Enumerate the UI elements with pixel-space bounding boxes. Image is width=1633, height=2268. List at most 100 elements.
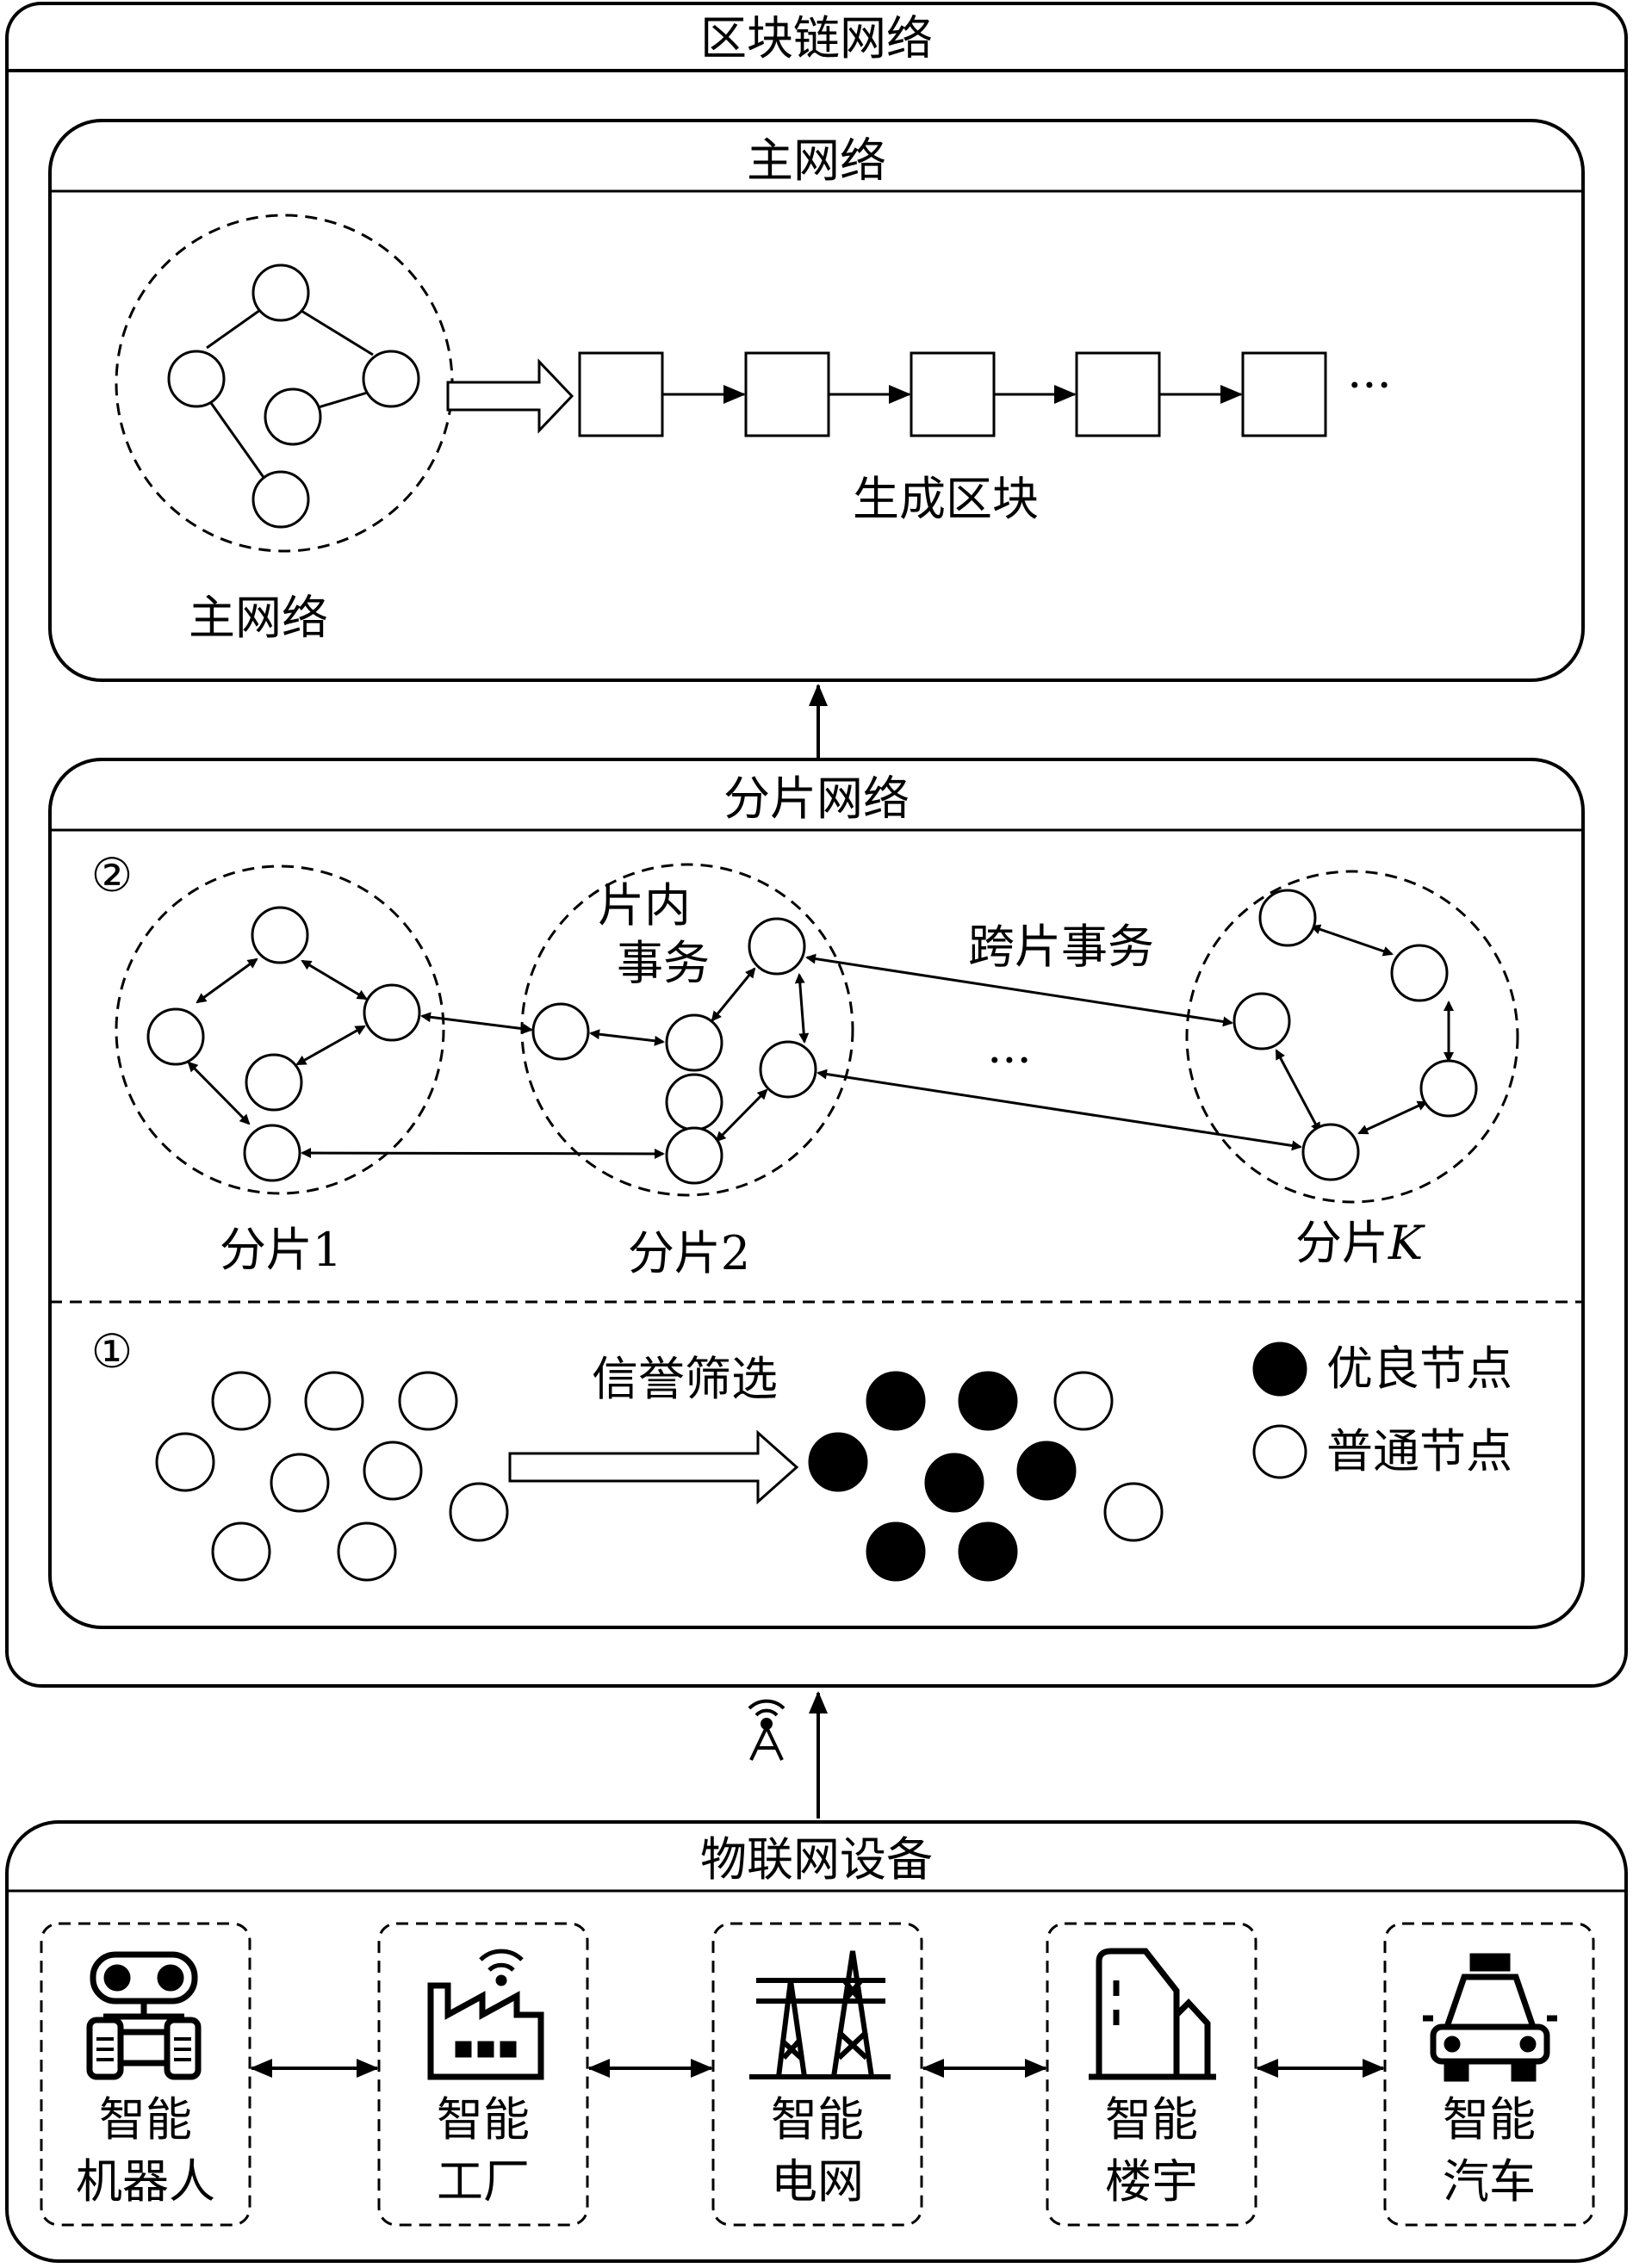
device-label-robot-line2: 机器人 [76, 2154, 215, 2209]
device-box-grid [711, 1922, 923, 2227]
main-network-title: 主网络 [747, 133, 886, 188]
shard-2-node [665, 1126, 723, 1185]
legend-good-label: 优良节点 [1326, 1342, 1512, 1396]
shard-network-panel: 分片网络 ② 片内 [48, 758, 1585, 1629]
shard-1-node [251, 906, 309, 964]
iot-devices-title: 物联网设备 [700, 1832, 933, 1887]
normal-node [363, 1441, 423, 1501]
factory-icon [427, 1949, 544, 2080]
shard-2-label: 分片2 [628, 1226, 750, 1280]
block [744, 351, 830, 437]
device-label-grid-line1: 智能 [771, 2092, 864, 2147]
shard-ellipsis: ··· [987, 1033, 1032, 1088]
main-node [264, 387, 322, 446]
blocks-ellipsis: ··· [1347, 358, 1392, 412]
normal-node [270, 1453, 330, 1513]
shard-k-cluster [1185, 870, 1519, 1204]
device-label-car-line1: 智能 [1443, 2092, 1536, 2147]
generate-blocks-label: 生成区块 [853, 472, 1039, 526]
shard-1-node [245, 1053, 303, 1112]
normal-node [449, 1482, 509, 1542]
block [578, 351, 664, 437]
intra-shard-tx-label-line2: 事务 [617, 936, 710, 990]
robot-icon [86, 1951, 202, 2080]
good-node [1016, 1441, 1077, 1501]
shard-1-node [146, 1007, 205, 1066]
power-tower-icon [749, 1950, 891, 2079]
shard-k-node [1419, 1059, 1478, 1118]
reputation-filter-arrow [508, 1429, 799, 1505]
cross-link-2-k-top [805, 953, 1233, 1027]
cross-link-1-2-bottom [301, 1148, 665, 1159]
good-node [924, 1453, 984, 1513]
shard-k-label: 分片K [1295, 1216, 1425, 1270]
normal-node [1053, 1371, 1114, 1431]
shard-network-title: 分片网络 [723, 771, 910, 826]
building-icon [1089, 1948, 1216, 2080]
block [1241, 351, 1327, 437]
intra-shard-tx-label-line1: 片内 [598, 878, 691, 933]
normal-node [1103, 1482, 1164, 1542]
block [1075, 351, 1161, 437]
good-node [958, 1371, 1018, 1431]
cross-link-2-k-bottom [816, 1069, 1302, 1151]
device-label-building-line2: 楼宇 [1105, 2154, 1198, 2209]
unfiltered-nodes [155, 1371, 509, 1582]
main-network-cluster-label: 主网络 [189, 591, 328, 645]
device-box-car [1383, 1922, 1595, 2227]
main-network-cluster [115, 214, 454, 553]
shard-k-node [1301, 1123, 1360, 1181]
device-label-factory-line2: 工厂 [437, 2154, 530, 2209]
main-node [167, 350, 226, 408]
device-box-factory [377, 1922, 589, 2227]
car-icon [1423, 1953, 1557, 2082]
normal-node [155, 1432, 215, 1492]
shard-1-node [243, 1124, 301, 1182]
legend-normal-label: 普通节点 [1326, 1424, 1512, 1478]
device-label-car-line2: 汽车 [1443, 2154, 1536, 2209]
step2-marker: ② [91, 848, 133, 902]
generate-arrow [446, 358, 574, 434]
cross-shard-tx-label: 跨片事务 [968, 920, 1154, 974]
cross-link-1-2-top [420, 1012, 533, 1034]
device-box-robot [40, 1922, 251, 2227]
good-node [808, 1432, 868, 1492]
device-label-grid-line2: 电网 [771, 2154, 864, 2209]
shard-k-node [1390, 944, 1449, 1002]
good-node [958, 1521, 1018, 1582]
normal-node [398, 1371, 458, 1431]
block-chain: ··· [578, 351, 1392, 437]
main-node [251, 263, 310, 322]
legend-good-swatch [1252, 1342, 1307, 1397]
blockchain-network-panel: 区块链网络 [5, 2, 1628, 1688]
device-label-factory-line1: 智能 [437, 2092, 530, 2147]
shard-1-node [363, 983, 421, 1042]
device-label-building-line1: 智能 [1105, 2092, 1198, 2147]
filtered-nodes [808, 1371, 1164, 1582]
main-node [251, 470, 310, 529]
shard-2-cluster: 片内 事务 [520, 863, 854, 1197]
shard-k-node [1233, 992, 1291, 1050]
shard-k-node [1258, 889, 1317, 947]
normal-node [337, 1521, 397, 1582]
shard-2-node [531, 1002, 590, 1061]
iot-devices-panel: 物联网设备 [5, 1820, 1628, 2263]
shard-1-label: 分片1 [220, 1223, 342, 1277]
antenna-icon [748, 1699, 785, 1761]
good-node [866, 1371, 926, 1431]
main-network-panel: 主网络 主网络 ··· 生成区块 [48, 119, 1585, 682]
legend: 优良节点 普通节点 [1252, 1342, 1512, 1479]
blockchain-network-title: 区块链网络 [700, 11, 933, 65]
normal-node [211, 1521, 271, 1582]
good-node [866, 1521, 926, 1582]
shard-2-node [665, 1073, 723, 1131]
step1-marker: ① [91, 1324, 133, 1379]
shard-2-node [665, 1013, 723, 1072]
device-box-building [1046, 1922, 1257, 2227]
legend-normal-swatch [1252, 1424, 1307, 1479]
normal-node [304, 1371, 364, 1431]
shard-2-node [759, 1040, 817, 1099]
main-node [362, 350, 420, 408]
normal-node [211, 1371, 271, 1431]
reputation-filter-label: 信誉筛选 [592, 1352, 778, 1406]
